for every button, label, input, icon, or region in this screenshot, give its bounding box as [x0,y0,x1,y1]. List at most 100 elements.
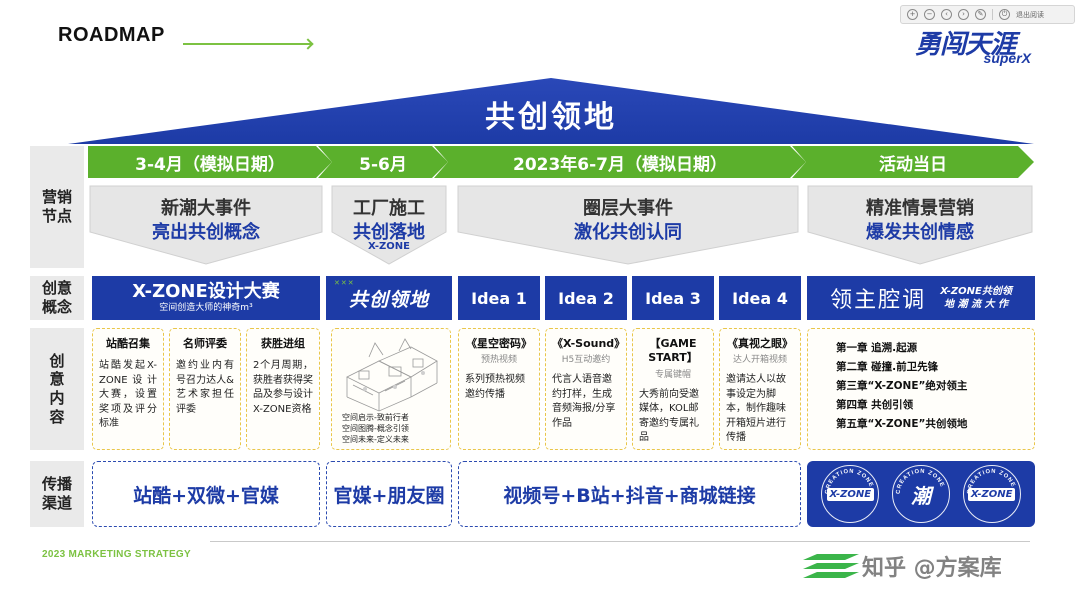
channel-box-3: 视频号+B站+抖音+商城链接 [458,461,801,527]
svg-text:CREATION ZONE: CREATION ZONE [966,469,1015,495]
chapter-list: 第一章 追溯.起源 第二章 碰撞.前卫先锋 第三章“X-ZONE”绝对领主 第四… [814,339,1028,433]
channel-text: 视频号+B站+抖音+商城链接 [503,484,756,507]
card-body: 邀请达人以故事设定为脚本，制作趣味开箱短片进行传播 [726,374,786,444]
phase-label: 活动当日 [879,154,947,175]
chapter-item: 第二章 碰撞.前卫先锋 [836,360,939,373]
phase-label: 2023年6-7月（模拟日期） [512,154,728,175]
concept-gongchuang: ✕✕✕ 共创领地 [326,276,452,320]
chapter-item: 第一章 追溯.起源 [836,342,918,354]
brand-logo-main: 勇闯天涯 [915,30,1016,60]
event-caption: X-ZONE [368,241,410,252]
card-zhanku: 站酷召集 站酷发起X-ZONE设计大赛，设置奖项及评分标准 [92,328,164,450]
gongchuang-logo: 共创领地 [348,288,429,311]
roof-title: 共创领地 [485,100,617,135]
phase-arrow-2: 5-6月 [318,146,448,178]
card-factory: 空间启示-致前行者 空间图腾-概念引领 空间未来-定义未来 [331,328,451,450]
lingzhu-tagline-line1: X-ZONE共创领 [940,286,1012,297]
phase-arrow-3: 2023年6-7月（模拟日期） [434,146,806,178]
channel-box-1: 站酷+双微+官媒 [92,461,320,527]
row-label-text: 传播 渠道 [41,475,72,512]
pen-icon[interactable]: ✎ [975,9,986,20]
card-mingshi: 名师评委 邀约业内有号召力达人&艺术家担任评委 [169,328,241,450]
event-subtitle: 爆发共创情感 [866,222,974,243]
roadmap-title: ROADMAP [58,24,165,46]
card-subtitle: 专属键帽 [654,369,691,380]
phase-arrow-shape [792,146,1034,178]
concept-contest: X-ZONE设计大赛 空间创造大师的神奇m³ [92,276,320,320]
concept-contest-title: X-ZONE设计大赛 [132,280,280,302]
creation-zone-stamp: CREATION ZONE X-ZONE [962,465,1021,523]
svg-text:CREATION ZONE: CREATION ZONE [825,469,874,495]
next-icon[interactable]: › [958,9,969,20]
card-xingkong: 《星空密码》 预热视频 系列预热视频邀约传播 [458,328,540,450]
watermark: 知乎 @方案库 [862,556,1002,581]
exit-icon[interactable]: ⏻ [999,9,1010,20]
zoom-out-icon[interactable]: − [924,9,935,20]
card-title: 《X-Sound》 [552,337,626,350]
prev-icon[interactable]: ‹ [941,9,952,20]
card-body: 系列预热视频邀约传播 [465,374,525,400]
row-label-text: 创 意 内 容 [49,351,65,426]
card-subtitle: H5互动邀约 [561,355,611,366]
idea-label: Idea 3 [645,288,701,308]
card-title: 【GAME START】 [648,337,698,365]
lingzhu-title: 领主腔调 [830,288,927,313]
stamp-ring-text: CREATION ZONE [825,469,874,495]
card-body: 大秀前向受邀媒体，KOL邮寄邀约专属礼品 [639,388,699,444]
chapter-item: 第四章 共创引领 [836,398,914,411]
event-title: 新潮大事件 [161,198,251,219]
row-label-marketing-nodes: 营销 节点 [30,146,84,268]
x-pattern-icon: ✕✕✕ [334,279,355,287]
idea-label: Idea 4 [732,288,788,308]
card-title: 名师评委 [183,337,227,350]
title-underline-arrow [302,38,314,50]
creation-zone-stamp: CREATION ZONE 潮 [891,465,950,523]
stripe-logo-icon [803,554,859,578]
row-label-text: 创意 概念 [41,279,72,316]
stamp-center: 潮 [910,483,931,508]
footer-divider [210,541,1030,542]
exit-reading-button[interactable]: 退出阅读 [1016,10,1044,19]
event-subtitle: 激化共创认同 [574,222,682,243]
idea-label: Idea 2 [558,288,614,308]
phase-label: 5-6月 [359,154,407,175]
footer-strategy-label: 2023 MARKETING STRATEGY [42,549,191,560]
card-zhenshi: 《真视之眼》 达人开箱视频 邀请达人以故事设定为脚本，制作趣味开箱短片进行传播 [719,328,801,450]
factory-caption-line: 空间未来-定义未来 [342,434,409,444]
event-arrow-3: 圈层大事件 激化共创认同 [456,184,800,266]
row-label-text: 营销 节点 [41,188,72,225]
factory-sketch-image [346,338,438,412]
event-title: 精准情景营销 [866,198,974,219]
channel-text: 站酷+双微+官媒 [133,484,279,507]
card-subtitle: 预热视频 [480,355,517,366]
event-arrow-shape [331,185,447,265]
concept-contest-subtitle: 空间创造大师的神奇m³ [159,303,253,314]
concept-idea-3: Idea 3 [632,276,714,320]
stamp-center: X-ZONE [826,487,875,501]
chapter-item: 第五章“X-ZONE”共创领地 [836,417,968,430]
brand-logo: 勇闯天涯 superX [915,22,1035,72]
factory-caption: 空间启示-致前行者 空间图腾-概念引领 空间未来-定义未来 [342,413,442,445]
stamp-ring-text: CREATION ZONE [966,469,1015,495]
event-arrow-shape [807,185,1033,265]
concept-idea-1: Idea 1 [458,276,540,320]
stamp-ring-label: CREATION ZONE [825,469,874,495]
card-body: 代言人语音邀约打样，生成音频海报/分享作品 [552,374,616,429]
phase-arrow-shape [434,146,806,178]
channel-text: 官媒+朋友圈 [333,484,445,507]
brand-logo-sub: superX [983,50,1031,66]
zoom-in-icon[interactable]: + [907,9,918,20]
event-title: 工厂施工 [353,198,425,219]
event-arrow-shape [89,185,323,265]
concept-idea-2: Idea 2 [545,276,627,320]
phase-arrow-1: 3-4月（模拟日期） [88,146,332,178]
toolbar-divider [992,9,993,20]
stamp-center: X-ZONE [967,487,1016,501]
channel-box-2: 官媒+朋友圈 [326,461,452,527]
roof-banner [68,78,1034,144]
lingzhu-tagline: X-ZONE共创领 地 潮 流 大 作 [940,285,1012,311]
idea-label: Idea 1 [471,288,527,308]
event-arrow-1: 新潮大事件 亮出共创概念 [88,184,324,266]
event-title: 圈层大事件 [583,198,673,219]
event-arrow-2: 工厂施工 共创落地 X-ZONE [330,184,448,266]
